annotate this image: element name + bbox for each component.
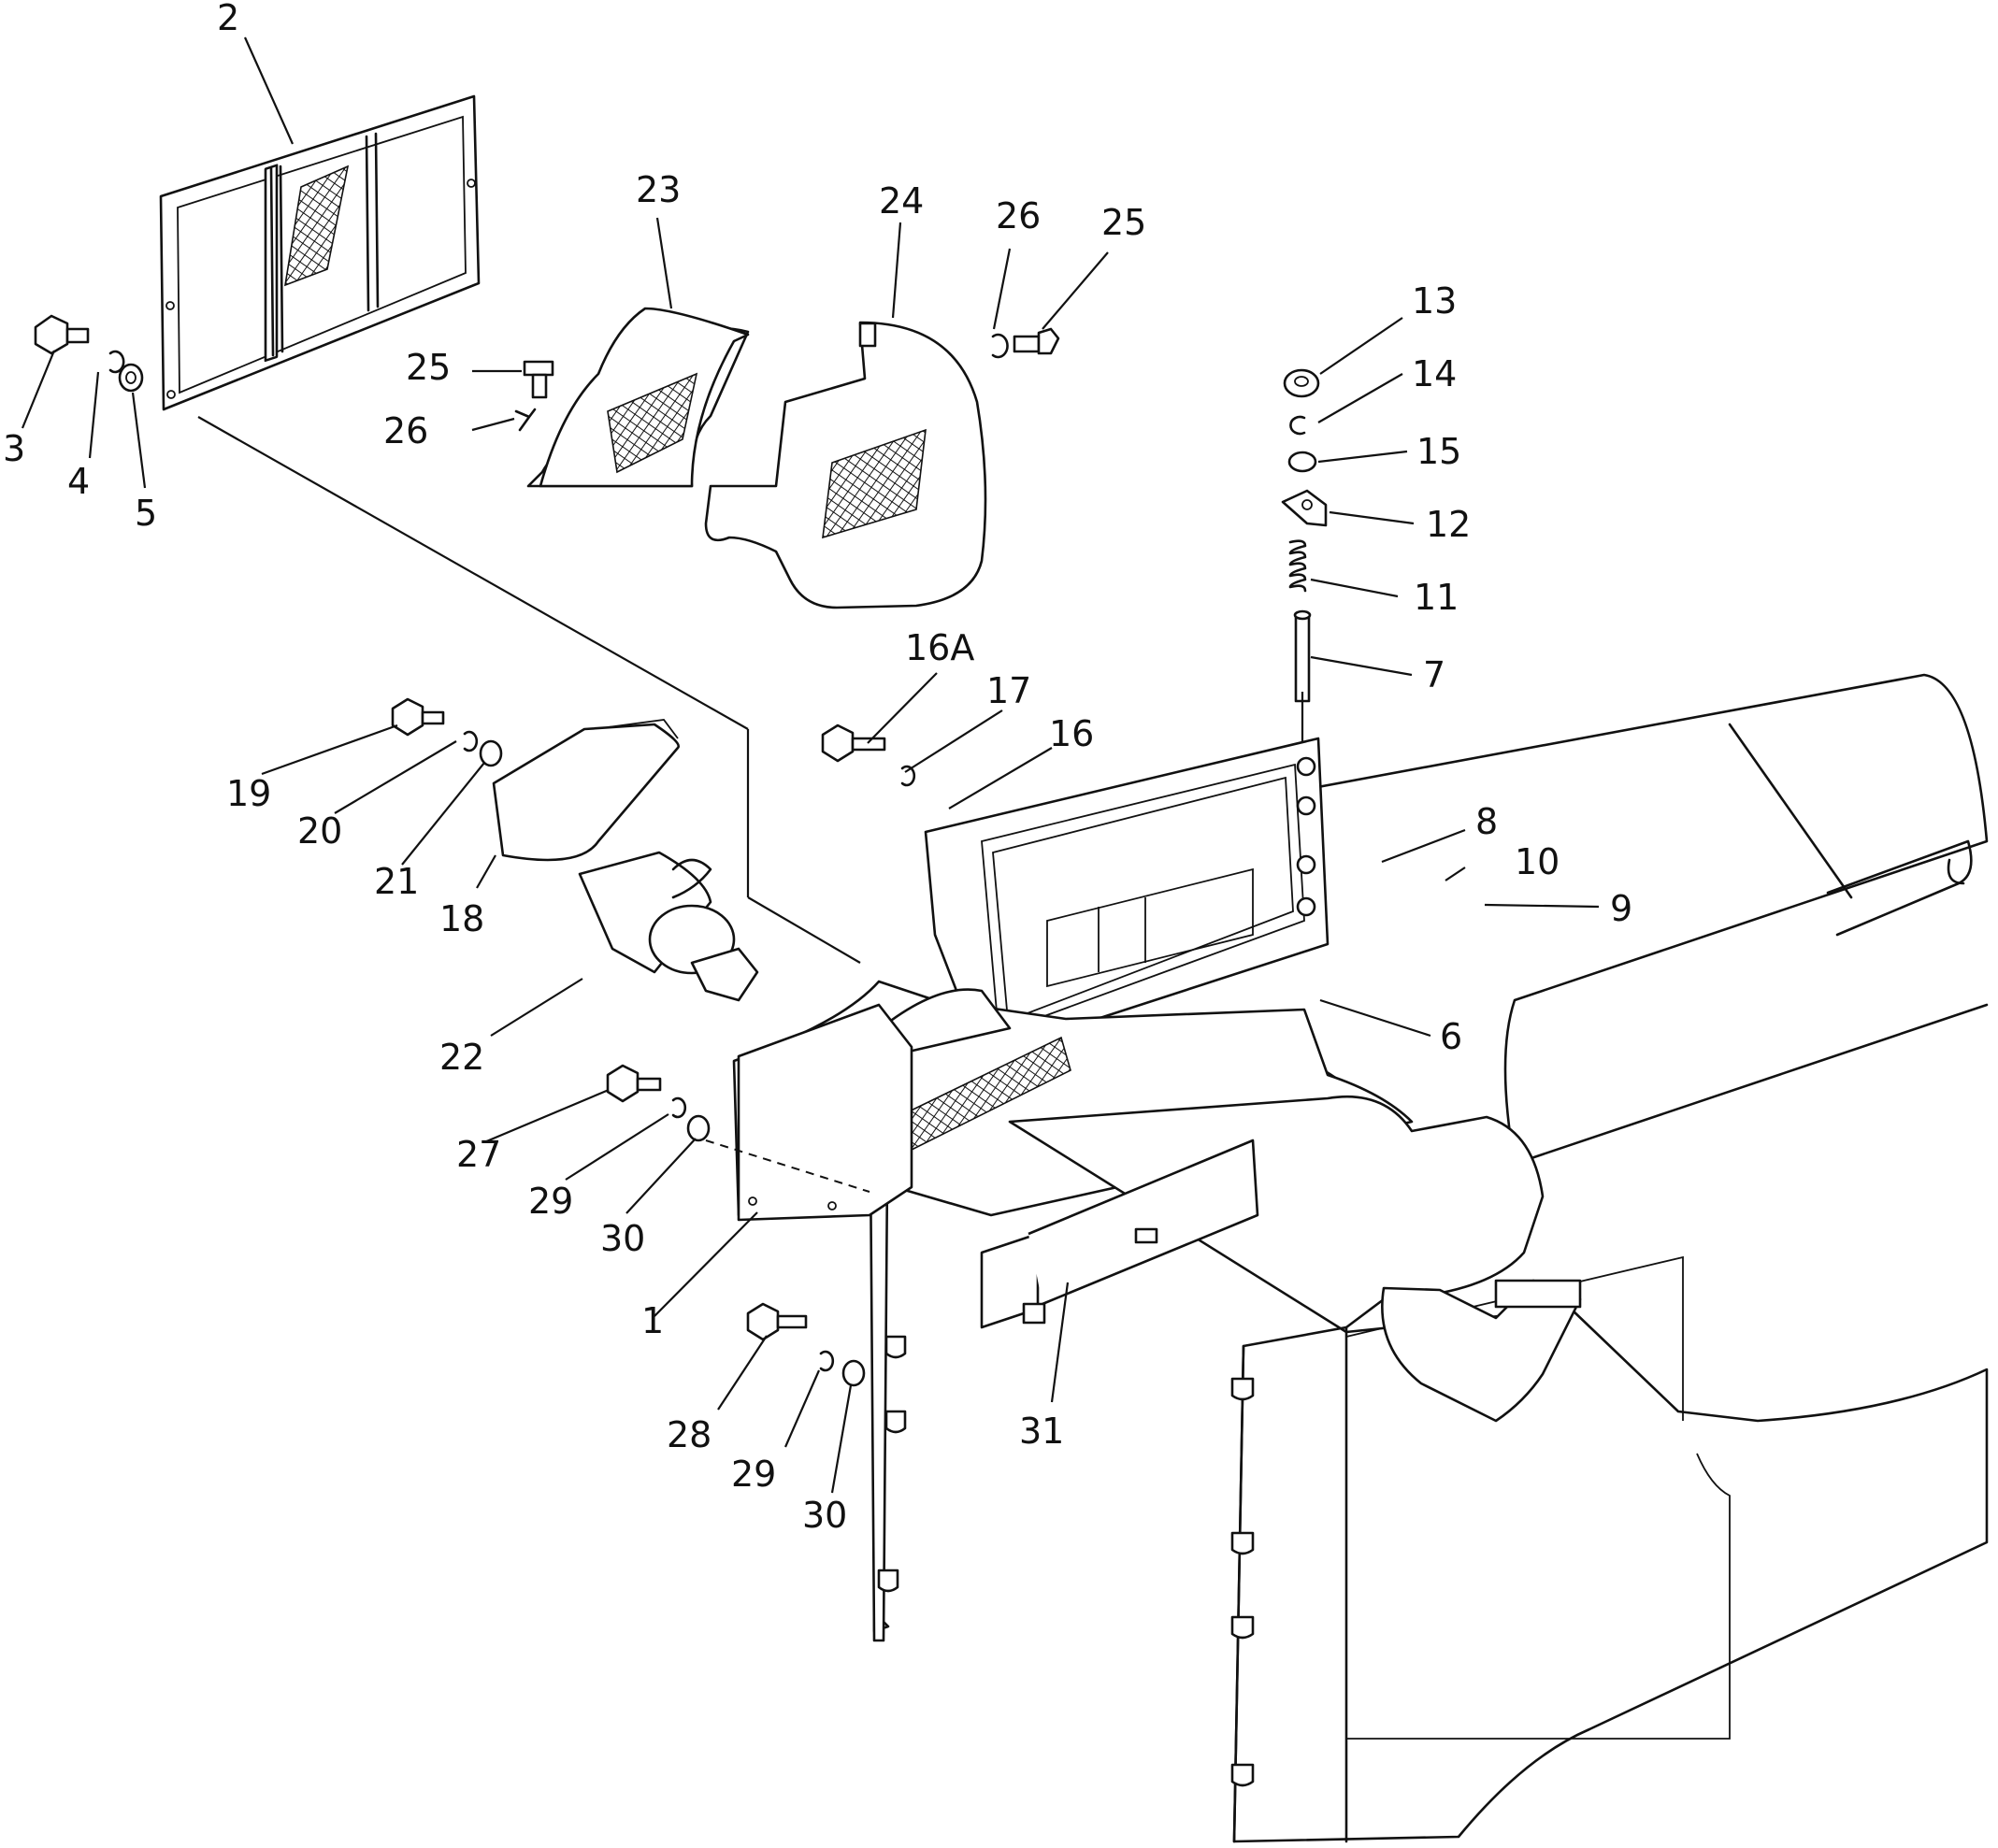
callout-22: 22 <box>439 1037 484 1078</box>
callout-14: 14 <box>1412 353 1457 394</box>
cover-24-part <box>704 321 987 609</box>
bracket-12-part <box>1281 489 1328 527</box>
callout-10: 10 <box>1515 841 1560 882</box>
washer-30a-part <box>686 1114 711 1142</box>
callout-11: 11 <box>1414 577 1459 618</box>
callout-28: 28 <box>667 1414 712 1455</box>
lock-washer-17-part <box>900 765 916 787</box>
inner-bracket-31-part <box>980 1139 1259 1329</box>
mounting-tabs <box>877 1335 1255 1787</box>
bolt-16a-part <box>821 723 886 763</box>
plate-18-part <box>492 719 680 862</box>
grille-frame-part <box>159 94 481 411</box>
washer-26b-part <box>991 333 1009 359</box>
washer-30b-part <box>841 1359 866 1387</box>
callout-1: 1 <box>641 1300 664 1341</box>
callout-19: 19 <box>226 773 271 814</box>
side-bracket-1-part <box>705 1003 913 1222</box>
lock-washer-14-part <box>1289 415 1306 436</box>
bolt-27-part <box>606 1064 662 1103</box>
callout-30-lower: 30 <box>802 1495 847 1536</box>
lock-washer-29a-part <box>671 1096 687 1119</box>
callout-9: 9 <box>1610 888 1632 929</box>
main-housing-part <box>732 673 1989 1843</box>
callout-29-upper: 29 <box>528 1181 573 1222</box>
actuator-22-part <box>578 851 759 1002</box>
lock-washer-4-part <box>108 350 125 374</box>
callout-8: 8 <box>1475 801 1498 842</box>
callout-26-left: 26 <box>383 410 428 451</box>
cover-23-part <box>526 307 750 488</box>
callout-5: 5 <box>135 493 157 534</box>
bolt-25b-part <box>1013 327 1060 355</box>
assembly-guide-lines <box>197 416 861 964</box>
callout-29-lower: 29 <box>731 1454 776 1495</box>
callout-15: 15 <box>1416 431 1461 472</box>
bolt-3-part <box>34 314 90 355</box>
washer-5-part <box>118 363 144 393</box>
callout-27: 27 <box>456 1134 501 1175</box>
callout-31: 31 <box>1019 1411 1064 1452</box>
callout-4: 4 <box>67 461 90 502</box>
bolt-19-part <box>391 697 445 737</box>
callout-7: 7 <box>1423 654 1445 695</box>
lock-washer-29b-part <box>819 1350 835 1372</box>
bolt-28-part <box>746 1302 808 1341</box>
callout-16a: 16A <box>905 627 974 668</box>
bolt-25a-part <box>523 360 554 399</box>
callout-26-top: 26 <box>996 195 1041 236</box>
callout-25-top: 25 <box>1101 202 1146 243</box>
washer-15-part <box>1287 451 1317 473</box>
washer-21-part <box>479 739 503 767</box>
nut-13-part <box>1283 368 1320 398</box>
leader-lines <box>21 36 1600 1494</box>
pin-7-part <box>1293 609 1312 703</box>
clip-26a-part <box>514 408 537 432</box>
callout-30-upper: 30 <box>600 1218 645 1259</box>
callout-20: 20 <box>297 810 342 852</box>
callout-6: 6 <box>1440 1016 1462 1057</box>
lock-washer-20-part <box>463 730 479 752</box>
callout-labels: 2 3 4 5 23 24 26 25 25 26 13 14 15 12 11… <box>3 0 1632 1536</box>
callout-25-left: 25 <box>406 347 451 388</box>
spring-11-part <box>1288 539 1307 593</box>
callout-3: 3 <box>3 428 25 469</box>
callout-12: 12 <box>1426 504 1471 545</box>
callout-23: 23 <box>636 169 681 210</box>
callout-24: 24 <box>879 180 924 222</box>
callout-13: 13 <box>1412 280 1457 322</box>
callout-16: 16 <box>1049 713 1094 754</box>
callout-2: 2 <box>217 0 239 38</box>
callout-18: 18 <box>439 898 484 939</box>
callout-21: 21 <box>374 861 419 902</box>
callout-17: 17 <box>986 670 1031 711</box>
